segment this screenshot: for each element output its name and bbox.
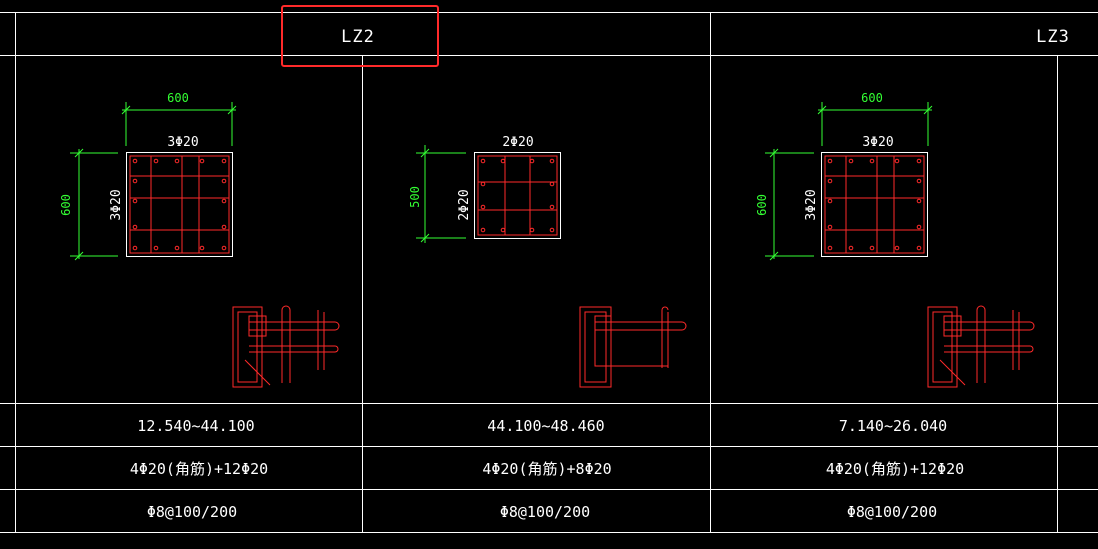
column-outline (474, 152, 561, 239)
top-bars-label: 2Φ20 (502, 135, 533, 150)
stirrup-detail (232, 305, 340, 388)
rebar-dots (132, 158, 227, 251)
dimension-lines (70, 102, 237, 261)
dim-height-label: 500 (408, 186, 422, 208)
dim-height-label: 600 (755, 194, 769, 216)
elevation-cell: 7.140~26.040 (839, 417, 947, 435)
side-bars-label: 3Φ20 (804, 189, 819, 220)
longitudinal-cell: 4Φ20(角筋)+8Φ20 (482, 460, 611, 478)
rebar-dots (827, 158, 922, 251)
stirrup-row: Φ8@100/200 Φ8@100/200 Φ8@100/200 (147, 503, 937, 521)
elevation-cell: 44.100~48.460 (487, 417, 604, 435)
dimension-lines (765, 102, 933, 261)
elevation-row: 12.540~44.100 44.100~48.460 7.140~26.040 (137, 417, 947, 435)
top-bars-label: 3Φ20 (167, 135, 198, 150)
column-section-1: 600 600 3Φ20 3Φ20 (59, 91, 340, 388)
side-bars-label: 3Φ20 (109, 189, 124, 220)
column-section-3: 600 600 3Φ20 3Φ20 (755, 91, 1035, 388)
column-outline (126, 152, 233, 257)
longitudinal-cell: 4Φ20(角筋)+12Φ20 (826, 460, 964, 478)
highlight-box (281, 5, 439, 67)
rebar-dots (480, 158, 555, 233)
longitudinal-cell: 4Φ20(角筋)+12Φ20 (130, 460, 268, 478)
longitudinal-rebar-row: 4Φ20(角筋)+12Φ20 4Φ20(角筋)+8Φ20 4Φ20(角筋)+12… (130, 460, 964, 478)
dimension-lines (416, 145, 466, 243)
side-bars-label: 2Φ20 (457, 189, 472, 220)
stirrup-cell: Φ8@100/200 (847, 503, 937, 521)
table-grid (0, 12, 1098, 533)
stirrup-cell: Φ8@100/200 (147, 503, 237, 521)
rebar-grid (129, 155, 230, 254)
stirrup-detail (927, 305, 1035, 388)
rebar-grid (824, 155, 925, 254)
stirrup-cell: Φ8@100/200 (500, 503, 590, 521)
column-title-lz2: LZ2 (341, 27, 375, 47)
rebar-grid (477, 155, 558, 236)
dim-width-label: 600 (167, 91, 189, 105)
stirrup-detail (579, 306, 687, 388)
dim-height-label: 600 (59, 194, 73, 216)
column-title-lz3: LZ3 (1036, 27, 1070, 47)
column-outline (821, 152, 928, 257)
dim-width-label: 600 (861, 91, 883, 105)
column-section-2: 500 2Φ20 2Φ20 (408, 135, 687, 388)
elevation-cell: 12.540~44.100 (137, 417, 254, 435)
top-bars-label: 3Φ20 (862, 135, 893, 150)
